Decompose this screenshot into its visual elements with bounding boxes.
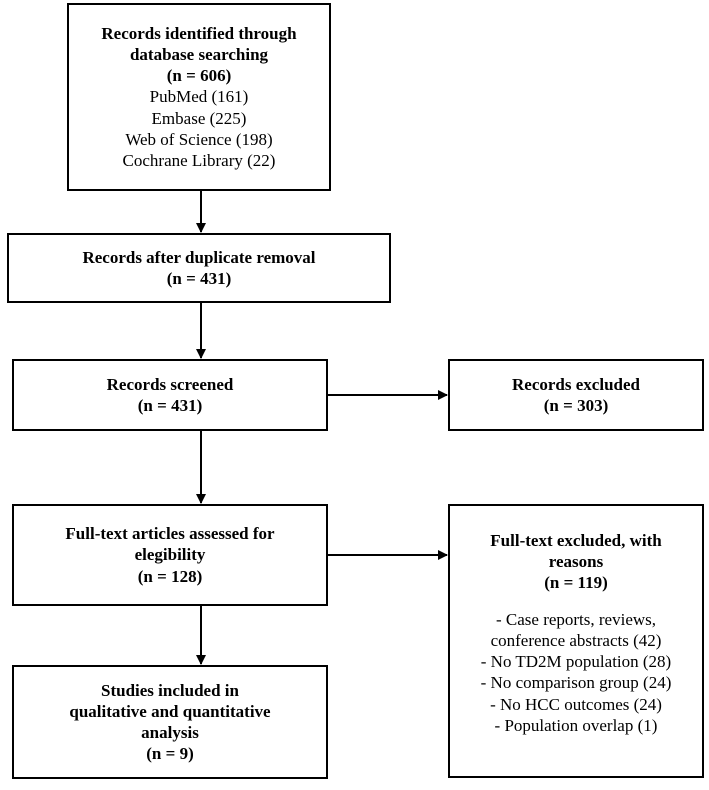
excluded-title: Records excluded bbox=[512, 374, 640, 394]
reason-case-reports-line1: - Case reports, reviews, bbox=[495, 610, 657, 630]
source-embase: Embase (225) bbox=[151, 108, 247, 128]
identified-count: (n = 606) bbox=[166, 66, 232, 86]
duplicate-removal-box: Records after duplicate removal (n = 431… bbox=[7, 233, 391, 303]
records-screened-box: Records screened (n = 431) bbox=[12, 359, 328, 431]
records-identified-box: Records identified through database sear… bbox=[67, 3, 331, 191]
reason-population-overlap: - Population overlap (1) bbox=[494, 715, 658, 735]
identified-title-2: database searching bbox=[129, 45, 269, 65]
studies-included-box: Studies included in qualitative and quan… bbox=[12, 665, 328, 779]
included-title-1: Studies included in bbox=[101, 680, 239, 700]
duplicates-title: Records after duplicate removal bbox=[82, 247, 316, 267]
fulltext-excluded-box: Full-text excluded, with reasons (n = 11… bbox=[448, 504, 704, 778]
excluded-count: (n = 303) bbox=[543, 396, 609, 415]
screened-count: (n = 431) bbox=[137, 396, 203, 415]
screened-title: Records screened bbox=[106, 374, 234, 394]
source-cochrane: Cochrane Library (22) bbox=[122, 150, 276, 170]
duplicates-count: (n = 431) bbox=[166, 269, 232, 288]
reason-no-comparison: - No comparison group (24) bbox=[480, 673, 672, 693]
fulltext-excluded-title-2: reasons bbox=[548, 552, 604, 572]
fulltext-count: (n = 128) bbox=[137, 566, 203, 586]
included-title-2: qualitative and quantitative bbox=[69, 701, 271, 721]
included-count: (n = 9) bbox=[146, 744, 194, 764]
fulltext-assessed-box: Full-text articles assessed for elegibil… bbox=[12, 504, 328, 606]
exclusion-reasons-list: - Case reports, reviews, conference abst… bbox=[481, 609, 672, 735]
source-web-of-science: Web of Science (198) bbox=[125, 129, 273, 149]
fulltext-excluded-title-1: Full-text excluded, with bbox=[490, 531, 662, 550]
included-title-3: analysis bbox=[141, 723, 199, 742]
reason-no-td2m: - No TD2M population (28) bbox=[480, 652, 672, 672]
fulltext-title-1: Full-text articles assessed for bbox=[65, 524, 275, 544]
identified-title-1: Records identified through bbox=[101, 24, 297, 44]
records-excluded-box: Records excluded (n = 303) bbox=[448, 359, 704, 431]
fulltext-excluded-count: (n = 119) bbox=[544, 573, 608, 593]
reason-no-hcc: - No HCC outcomes (24) bbox=[490, 694, 662, 714]
source-pubmed: PubMed (161) bbox=[149, 87, 249, 107]
reason-case-reports-line2: conference abstracts (42) bbox=[490, 631, 662, 651]
fulltext-title-2: elegibility bbox=[134, 545, 206, 565]
reason-case-reports: - Case reports, reviews, conference abst… bbox=[481, 609, 672, 651]
